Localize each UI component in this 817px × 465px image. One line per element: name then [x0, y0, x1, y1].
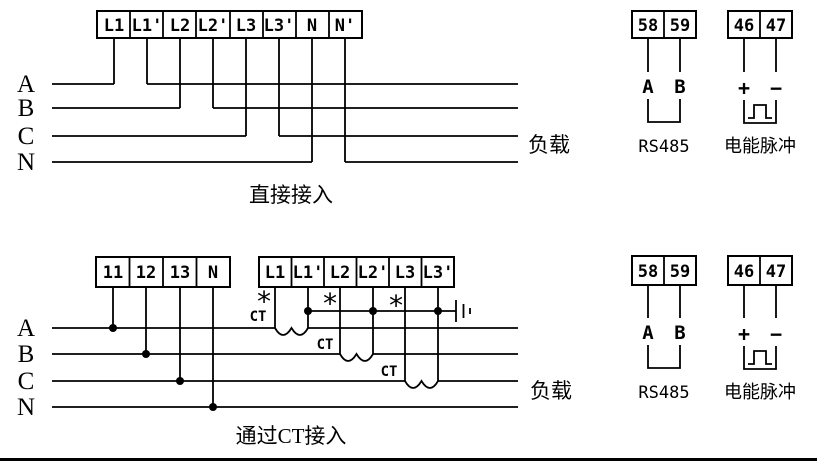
ct-label: CT	[250, 309, 267, 325]
load-label: 负载	[528, 133, 570, 157]
polarity-asterisk: *	[322, 287, 339, 320]
terminal-label: N'	[335, 16, 355, 36]
ground-icon	[455, 300, 471, 322]
terminal-label: L3	[395, 263, 415, 283]
ct-label: CT	[317, 337, 334, 353]
terminal-label: 13	[170, 263, 190, 283]
wires	[52, 38, 518, 163]
phase-label: B	[18, 341, 35, 368]
wire-label: A	[642, 322, 654, 344]
wire-label: B	[674, 322, 685, 344]
wires	[743, 285, 777, 318]
phase-label: N	[17, 149, 35, 176]
terminal-labels: 11 12 13 N	[103, 263, 218, 283]
terminal-label: 46	[734, 16, 754, 36]
rs485-bracket	[647, 345, 681, 369]
terminal-label: 12	[136, 263, 156, 283]
wire-label: A	[642, 76, 654, 98]
terminal-label: L2	[170, 16, 190, 36]
pulse-section-bottom: 46 47 + − 电能脉冲	[724, 255, 796, 402]
terminal-label: 46	[734, 262, 754, 282]
wires	[647, 38, 681, 72]
phase-label: B	[18, 95, 35, 122]
terminal-labels: L1 L1' L2 L2' L3 L3'	[265, 263, 454, 283]
phase-label: C	[18, 123, 35, 150]
terminal-strip-left	[95, 256, 231, 288]
terminal-label: 58	[638, 262, 658, 282]
load-label: 负载	[530, 379, 572, 403]
diagram-caption: 直接接入	[249, 183, 333, 207]
section-caption: 电能脉冲	[724, 136, 796, 156]
terminal-label: 59	[670, 262, 690, 282]
phase-label: N	[17, 394, 35, 421]
terminal-label: N	[208, 263, 218, 283]
ct-label: CT	[381, 364, 398, 380]
terminal-label: L3'	[264, 16, 295, 36]
diagram-caption: 通过CT接入	[236, 424, 347, 448]
terminal-label: 11	[103, 263, 123, 283]
phase-label: C	[18, 368, 35, 395]
direct-connection-diagram: L1 L1' L2 L2' L3 L3' N N' A B C N 负载 直接接…	[17, 10, 570, 207]
polarity-plus-label: +	[738, 322, 750, 346]
section-caption: RS485	[638, 137, 689, 157]
junction-dots	[109, 307, 442, 411]
section-caption: RS485	[638, 383, 689, 403]
polarity-minus-label: −	[770, 322, 782, 346]
polarity-asterisk: *	[388, 289, 405, 322]
terminal-label: L3	[236, 16, 256, 36]
wires	[647, 285, 681, 318]
ct-labels: CT CT CT	[250, 309, 398, 380]
pulse-section-top: 46 47 + − 电能脉冲	[724, 10, 796, 156]
terminal-label: L3'	[423, 263, 454, 283]
phase-label: A	[17, 71, 35, 98]
rs485-bracket	[647, 99, 681, 123]
terminal-labels: L1 L1' L2 L2' L3 L3' N N'	[104, 16, 355, 36]
terminal-label: L1'	[132, 16, 163, 36]
terminal-label: L1	[104, 16, 124, 36]
terminal-label: 47	[766, 262, 786, 282]
polarity-plus-label: +	[738, 76, 750, 100]
wires	[52, 287, 518, 408]
wires	[743, 38, 777, 72]
rs485-section-bottom: 58 59 A B RS485	[631, 255, 697, 403]
ct-coil-arcs	[274, 326, 439, 389]
polarity-marks: * * *	[256, 285, 405, 322]
polarity-asterisk: *	[256, 285, 273, 318]
phase-label: A	[17, 315, 35, 342]
polarity-minus-label: −	[770, 76, 782, 100]
ct-connection-diagram: 11 12 13 N L1 L1' L2 L2' L3 L3'	[17, 256, 572, 448]
terminal-strip-right	[258, 256, 455, 288]
terminal-label: L1'	[293, 263, 324, 283]
terminal-label: L2'	[198, 16, 229, 36]
phase-labels: A B C N	[17, 315, 35, 421]
phase-labels: A B C N	[17, 71, 35, 176]
terminal-label: N	[307, 16, 317, 36]
terminal-label: L1	[265, 263, 285, 283]
section-caption: 电能脉冲	[724, 382, 796, 402]
pulse-waveform-icon	[743, 346, 777, 370]
terminal-label: L2	[330, 263, 350, 283]
terminal-label: L2'	[358, 263, 389, 283]
wire-label: B	[674, 76, 685, 98]
terminal-label: 47	[766, 16, 786, 36]
terminal-strip	[96, 10, 363, 39]
pulse-waveform-icon	[743, 100, 777, 124]
terminal-label: 59	[670, 16, 690, 36]
rs485-section-top: 58 59 A B RS485	[631, 10, 697, 157]
terminal-label: 58	[638, 16, 658, 36]
